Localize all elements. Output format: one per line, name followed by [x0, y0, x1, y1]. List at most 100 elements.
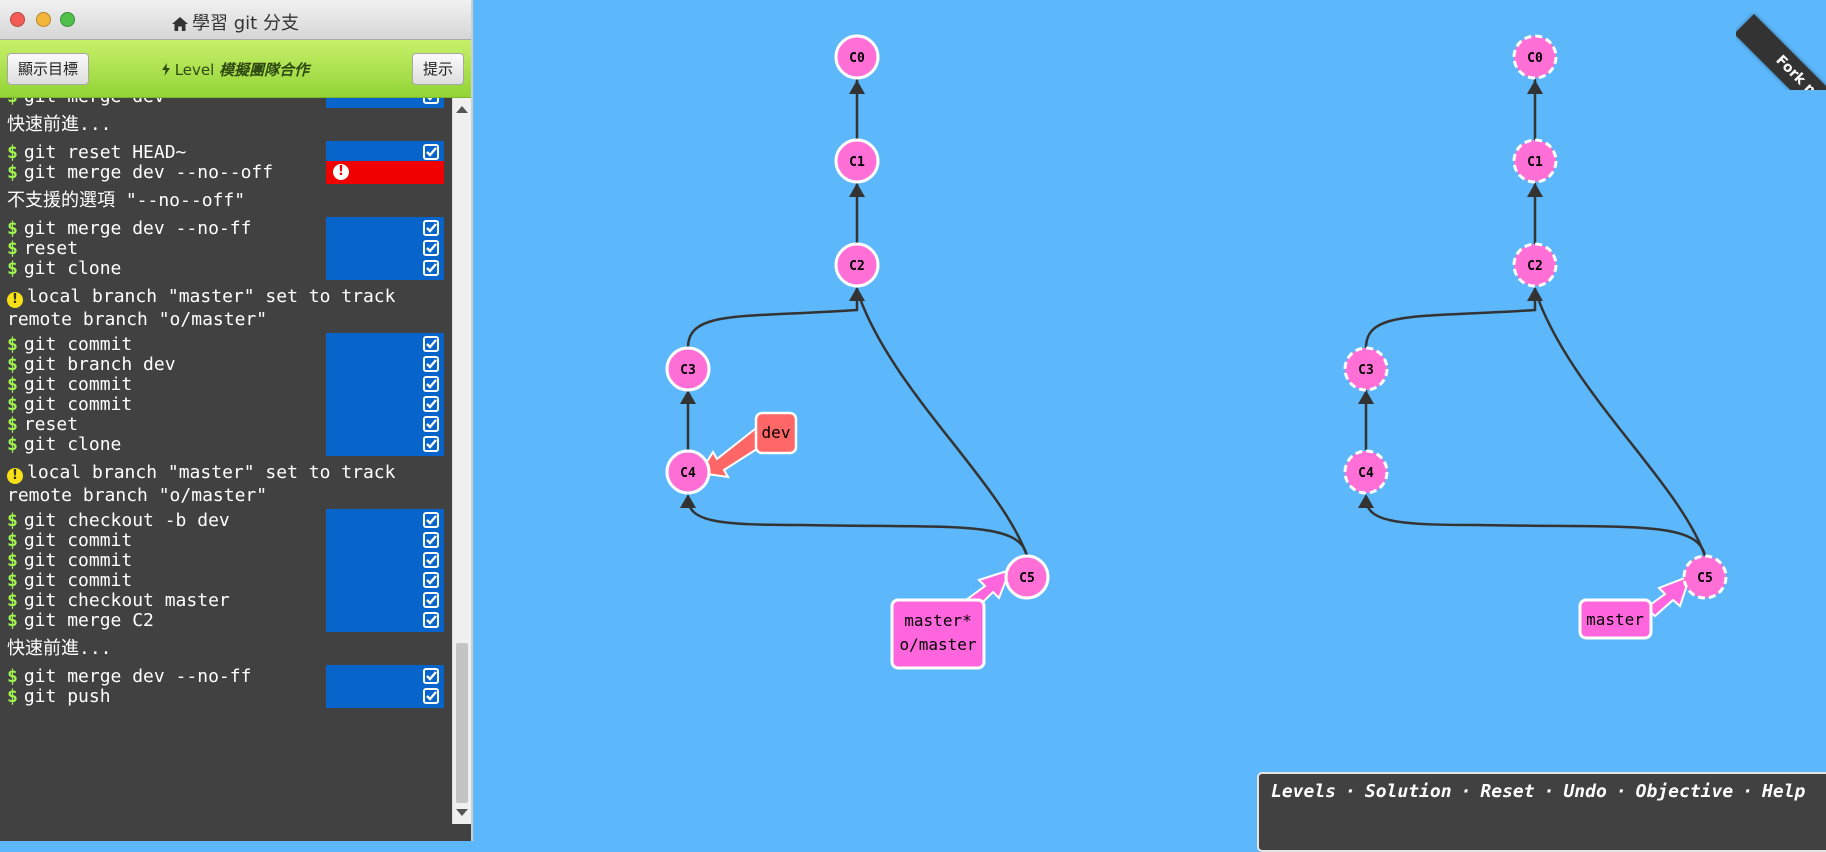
menu-separator: · [1345, 781, 1356, 802]
warning-icon: ! [7, 292, 23, 308]
commit-c0[interactable]: C0 [834, 34, 880, 80]
checkbox-checked-icon [423, 376, 439, 392]
command-line: $reset [0, 237, 450, 260]
checkbox-checked-icon [423, 512, 439, 528]
prompt-symbol: $ [7, 414, 18, 435]
command-ok-status [326, 217, 444, 240]
prompt-symbol: $ [7, 394, 18, 415]
command-ok-status [326, 509, 444, 532]
command-text: git merge dev --no-ff [23, 666, 252, 687]
command-menu-items: Levels·Solution·Reset·Undo·Objective·Hel… [1271, 781, 1805, 802]
menu-item-undo[interactable]: Undo [1563, 781, 1607, 802]
command-line: $git commit [0, 393, 450, 416]
hint-button[interactable]: 提示 [412, 53, 464, 85]
svg-text:C3: C3 [1358, 363, 1374, 378]
menu-item-help[interactable]: Help [1762, 781, 1806, 802]
svg-text:C1: C1 [1527, 155, 1543, 170]
checkbox-checked-icon [423, 532, 439, 548]
remote-commit-c2[interactable]: C2 [1512, 242, 1558, 288]
sandbox-panel: 學習 git 分支 顯示目標 Level 模擬團隊合作 提示 $git merg… [0, 0, 473, 841]
command-text: git commit [23, 374, 133, 395]
commit-c4[interactable]: C4 [665, 449, 711, 495]
command-text: git commit [23, 530, 133, 551]
svg-text:C2: C2 [1527, 259, 1543, 274]
window-titlebar: 學習 git 分支 [0, 0, 471, 40]
prompt-symbol: $ [7, 686, 18, 707]
remote-commit-c1[interactable]: C1 [1512, 138, 1558, 184]
command-text: git push [23, 686, 111, 707]
menu-item-reset[interactable]: Reset [1480, 781, 1535, 802]
maximize-window-button[interactable] [60, 12, 75, 27]
local-repo-graph: dev master* o/master C0 C1 C2 C3 C4 C5 [665, 34, 1050, 670]
output-message: 不支援的選項 "--no--off" [0, 189, 450, 212]
checkbox-checked-icon [423, 416, 439, 432]
command-ok-status [326, 609, 444, 632]
remote-commit-c5[interactable]: C5 [1682, 554, 1728, 600]
command-ok-status [326, 237, 444, 260]
prompt-symbol: $ [7, 218, 18, 239]
close-window-button[interactable] [10, 12, 25, 27]
show-goal-button[interactable]: 顯示目標 [7, 53, 89, 85]
command-ok-status [326, 257, 444, 280]
remote-commits: C0 C1 C2 C3 C4 C5 [1343, 34, 1728, 600]
command-text: git branch dev [23, 354, 176, 375]
menu-item-objective[interactable]: Objective [1635, 781, 1734, 802]
remote-edges [1358, 79, 1707, 557]
command-text: git merge dev [24, 98, 165, 107]
command-line: $git merge C2 [0, 609, 450, 632]
warning-message: !local branch "master" set to track remo… [0, 285, 450, 331]
svg-text:C4: C4 [680, 466, 696, 481]
remote-commit-c0[interactable]: C0 [1512, 34, 1558, 80]
menu-item-solution[interactable]: Solution [1364, 781, 1452, 802]
checkbox-checked-icon [423, 260, 439, 276]
commit-c2[interactable]: C2 [834, 242, 880, 288]
command-ok-status [326, 685, 444, 708]
commit-c1[interactable]: C1 [834, 138, 880, 184]
commit-c3[interactable]: C3 [665, 346, 711, 392]
prompt-symbol: $ [7, 510, 18, 531]
command-line: $git checkout -b dev [0, 509, 450, 532]
menu-item-levels[interactable]: Levels [1271, 781, 1337, 802]
command-line: $git commit [0, 333, 450, 356]
checkbox-checked-icon [423, 668, 439, 684]
commit-c5[interactable]: C5 [1004, 554, 1050, 600]
svg-text:C2: C2 [849, 259, 865, 274]
panel-bottom-strip [0, 824, 471, 841]
level-name: 模擬團隊合作 [219, 61, 310, 79]
master-branch-label: master* [904, 611, 971, 630]
checkbox-checked-icon [423, 436, 439, 452]
command-line: $git commit [0, 549, 450, 572]
command-ok-status [326, 529, 444, 552]
command-ok-status [326, 549, 444, 572]
checkbox-checked-icon [423, 612, 439, 628]
command-ok-status [326, 433, 444, 456]
terminal-scrollbar[interactable] [452, 98, 471, 824]
scroll-down-arrow-icon[interactable] [456, 809, 468, 816]
minimize-window-button[interactable] [36, 12, 51, 27]
remote-commit-c4[interactable]: C4 [1343, 449, 1389, 495]
svg-text:C3: C3 [680, 363, 696, 378]
window-title-container: 學習 git 分支 [0, 9, 471, 35]
checkbox-checked-icon [423, 336, 439, 352]
menu-separator: · [1742, 781, 1754, 802]
command-line: $git push [0, 685, 450, 708]
svg-text:C1: C1 [849, 155, 865, 170]
remote-master-box [1578, 598, 1653, 640]
scroll-thumb[interactable] [456, 643, 468, 803]
svg-text:C4: C4 [1358, 466, 1374, 481]
command-text: git checkout master [23, 590, 230, 611]
prompt-symbol: $ [7, 334, 18, 355]
remote-commit-c3[interactable]: C3 [1343, 346, 1389, 392]
command-line: $git clone [0, 433, 450, 456]
fork-me-ribbon[interactable]: Fork me [1736, 14, 1826, 90]
command-line: $git checkout master [0, 589, 450, 612]
command-ok-status [326, 569, 444, 592]
command-text: git checkout -b dev [23, 510, 230, 531]
dev-branch-label: dev [762, 423, 791, 442]
home-icon [172, 17, 189, 31]
scroll-up-arrow-icon[interactable] [456, 106, 468, 113]
local-commits: C0 C1 C2 C3 C4 C5 [665, 34, 1050, 600]
command-ok-status [326, 353, 444, 376]
edge-c3-c2 [686, 288, 859, 349]
